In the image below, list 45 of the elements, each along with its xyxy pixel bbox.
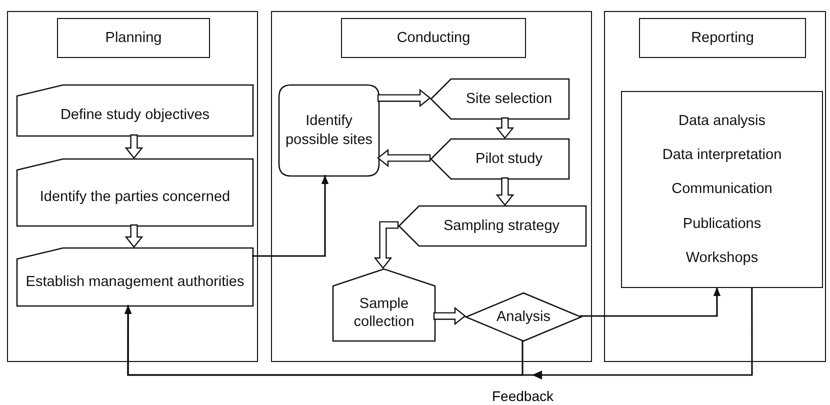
step-shape bbox=[399, 206, 586, 246]
step-shape bbox=[333, 269, 435, 341]
heading: Conducting bbox=[396, 28, 470, 48]
process-card bbox=[17, 159, 253, 226]
panel bbox=[7, 11, 258, 362]
heading: Reporting bbox=[691, 28, 754, 48]
heading-box bbox=[639, 18, 806, 58]
step-label: Establish management authorities bbox=[26, 272, 244, 292]
arrow bbox=[252, 175, 329, 257]
list-box bbox=[621, 91, 823, 288]
list-item: Data interpretation bbox=[662, 146, 782, 164]
step-shape bbox=[431, 139, 569, 179]
list-item: Publications bbox=[682, 214, 762, 233]
block-arrow bbox=[496, 177, 514, 206]
rounded-box bbox=[279, 85, 379, 176]
block-arrow bbox=[124, 134, 144, 159]
list-item: Workshops bbox=[686, 248, 758, 267]
heading-box bbox=[57, 18, 210, 58]
block-arrow bbox=[433, 306, 466, 326]
step-label: Sample collection bbox=[352, 294, 416, 332]
step-label: Identify possible sites bbox=[284, 112, 374, 149]
step-label: Analysis bbox=[496, 308, 550, 326]
panel bbox=[271, 11, 592, 362]
block-arrow bbox=[496, 117, 514, 139]
heading-box bbox=[341, 18, 526, 58]
block-arrow bbox=[124, 224, 144, 248]
block-arrow bbox=[374, 221, 399, 269]
step-label: Define study objectives bbox=[60, 106, 210, 125]
step-label: Sampling strategy bbox=[443, 216, 560, 236]
arrow bbox=[580, 287, 721, 317]
heading: Planning bbox=[105, 28, 162, 48]
block-arrow bbox=[377, 148, 431, 168]
block-arrow bbox=[377, 88, 431, 108]
process-card bbox=[17, 248, 253, 306]
step-shape bbox=[431, 79, 569, 119]
list-item: Data analysis bbox=[678, 112, 766, 130]
process-card bbox=[17, 85, 253, 136]
decision-diamond bbox=[466, 293, 581, 341]
arrow bbox=[124, 287, 753, 380]
list-item: Communication bbox=[672, 180, 772, 199]
step-label: Site selection bbox=[466, 90, 552, 108]
panel bbox=[604, 11, 826, 362]
step-label: Identify the parties concerned bbox=[40, 188, 230, 207]
step-label: Pilot study bbox=[476, 150, 542, 168]
caption-label: Feedback bbox=[492, 388, 554, 404]
